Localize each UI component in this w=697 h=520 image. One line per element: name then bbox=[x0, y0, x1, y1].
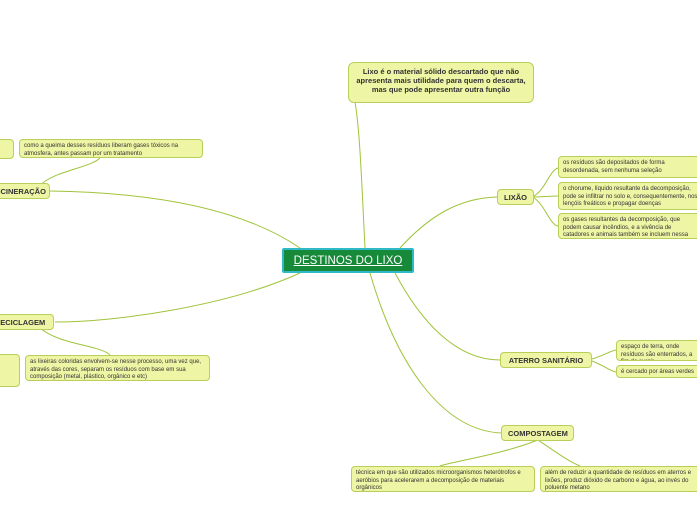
link-root-reciclagem bbox=[54, 272, 301, 323]
link-root-compostagem bbox=[369, 272, 502, 434]
incineracao-node[interactable]: INCINERAÇÃO bbox=[0, 183, 50, 199]
lixao-detail-1-node[interactable]: os resíduos são depositados de forma des… bbox=[558, 156, 697, 178]
aterro-detail-2-node[interactable]: é cercado por áreas verdes bbox=[616, 365, 697, 378]
link-aterro-d2 bbox=[591, 360, 617, 373]
root-node[interactable]: DESTINOS DO LIXO bbox=[282, 248, 414, 273]
lixao-detail-2-node[interactable]: o chorume, líquido resultante da decompo… bbox=[558, 182, 697, 210]
link-root-aterro bbox=[394, 272, 501, 361]
lixao-detail-3-node[interactable]: os gases resultantes da decomposição, qu… bbox=[558, 213, 697, 239]
compostagem-detail-2-node[interactable]: além de reduzir a quantidade de resíduos… bbox=[540, 466, 697, 492]
link-root-definition bbox=[354, 101, 366, 249]
compostagem-node[interactable]: COMPOSTAGEM bbox=[501, 425, 574, 441]
link-lixao-d3 bbox=[533, 197, 559, 227]
link-lixao-d1 bbox=[533, 167, 559, 197]
aterro-node[interactable]: ATERRO SANITÁRIO bbox=[500, 352, 592, 368]
definition-node[interactable]: Lixo é o material sólido descartado que … bbox=[348, 62, 534, 103]
link-reciclagem-d1 bbox=[39, 327, 111, 356]
aterro-detail-1-node[interactable]: espaço de terra, onde resíduos são enter… bbox=[616, 340, 697, 361]
link-lixao-d2 bbox=[533, 195, 559, 198]
incineracao-detail-node[interactable]: como a queima desses resíduos liberam ga… bbox=[19, 139, 203, 158]
reciclagem-detail-node[interactable]: as lixeiras coloridas envolvem-se nesse … bbox=[25, 355, 210, 381]
lixao-node[interactable]: LIXÃO bbox=[497, 189, 534, 205]
link-compostagem-d2 bbox=[537, 439, 581, 467]
link-incineracao-d1 bbox=[39, 157, 101, 187]
compostagem-detail-1-node[interactable]: técnica em que são utilizados microorgan… bbox=[351, 466, 535, 492]
reciclagem-detail-cut-node[interactable] bbox=[0, 354, 20, 387]
link-root-lixao bbox=[399, 196, 498, 249]
reciclagem-node[interactable]: RECICLAGEM bbox=[0, 314, 54, 330]
link-root-incineracao bbox=[49, 190, 301, 249]
link-aterro-d1 bbox=[591, 349, 617, 360]
incineracao-detail-cut-node[interactable] bbox=[0, 139, 14, 159]
link-compostagem-d1 bbox=[439, 439, 539, 467]
